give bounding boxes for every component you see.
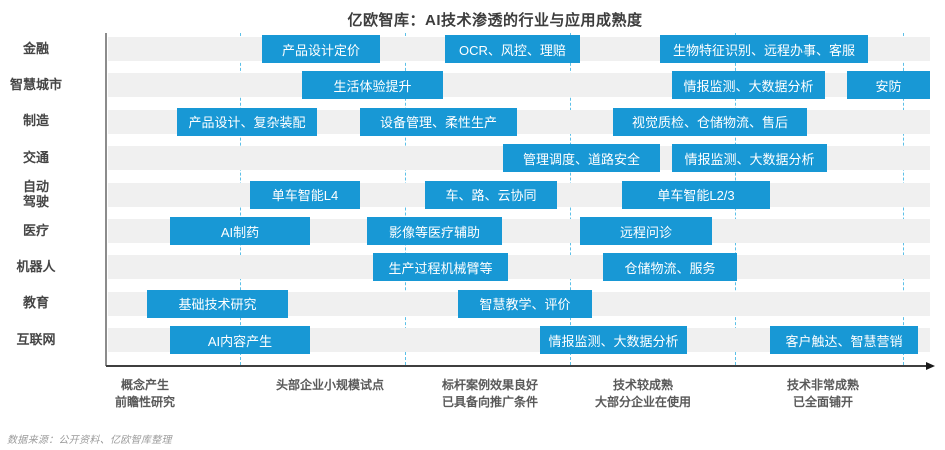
application-box: 生产过程机械臂等: [373, 253, 508, 282]
row-label: 机器人: [16, 258, 56, 274]
application-box: 单车智能L4: [250, 180, 360, 209]
application-box: 设备管理、柔性生产: [360, 107, 517, 136]
row-label: 智慧城市: [9, 76, 62, 92]
row-label: 自动 驾驶: [22, 178, 49, 209]
application-box: 视觉质检、仓储物流、售后: [613, 107, 807, 136]
application-box: 管理调度、道路安全: [503, 144, 660, 173]
application-box: 情报监测、大数据分析: [672, 144, 827, 173]
stage-label: 技术较成熟 大部分企业在使用: [594, 378, 692, 410]
row-label: 医疗: [22, 222, 49, 238]
row-label: 金融: [22, 40, 49, 56]
application-box: 产品设计、复杂装配: [177, 107, 317, 136]
application-box: 情报监测、大数据分析: [540, 326, 687, 355]
application-box: 情报监测、大数据分析: [672, 71, 825, 100]
application-box: 客户触达、智慧营销: [770, 326, 918, 355]
application-box: AI内容产生: [170, 326, 310, 355]
application-box: 单车智能L2/3: [622, 180, 770, 209]
data-source-note: 数据来源：公开资料、亿欧智库整理: [7, 435, 172, 446]
row-label: 教育: [22, 295, 49, 311]
application-box: 基础技术研究: [147, 289, 288, 318]
application-box: 车、路、云协同: [425, 180, 557, 209]
application-box: 仓储物流、服务: [603, 253, 737, 282]
x-axis-line: [106, 365, 928, 367]
page-title: 亿欧智库：AI技术渗透的行业与应用成熟度: [347, 12, 643, 29]
stage-label: 头部企业小规模试点: [275, 378, 385, 392]
row-label: 制造: [22, 113, 49, 129]
stage-label: 标杆案例效果良好 已具备向推广条件: [441, 378, 539, 410]
stage-label: 概念产生 前瞻性研究: [114, 378, 176, 410]
application-box: 远程问诊: [580, 217, 712, 245]
stage-label: 技术非常成熟 已全面铺开: [786, 378, 860, 410]
application-box: 智慧教学、评价: [458, 289, 592, 318]
application-box: 产品设计定价: [262, 35, 380, 63]
application-box: 生物特征识别、远程办事、客服: [660, 35, 868, 63]
y-axis-line: [105, 33, 107, 366]
x-axis-arrow-icon: [926, 361, 935, 370]
application-box: AI制药: [170, 217, 310, 245]
row-band: [108, 255, 930, 280]
application-box: 影像等医疗辅助: [367, 217, 502, 245]
row-label: 交通: [22, 149, 49, 165]
row-label: 互联网: [16, 331, 56, 347]
application-box: OCR、风控、理赔: [445, 35, 580, 63]
application-box: 安防: [847, 71, 930, 100]
application-box: 生活体验提升: [302, 71, 443, 100]
